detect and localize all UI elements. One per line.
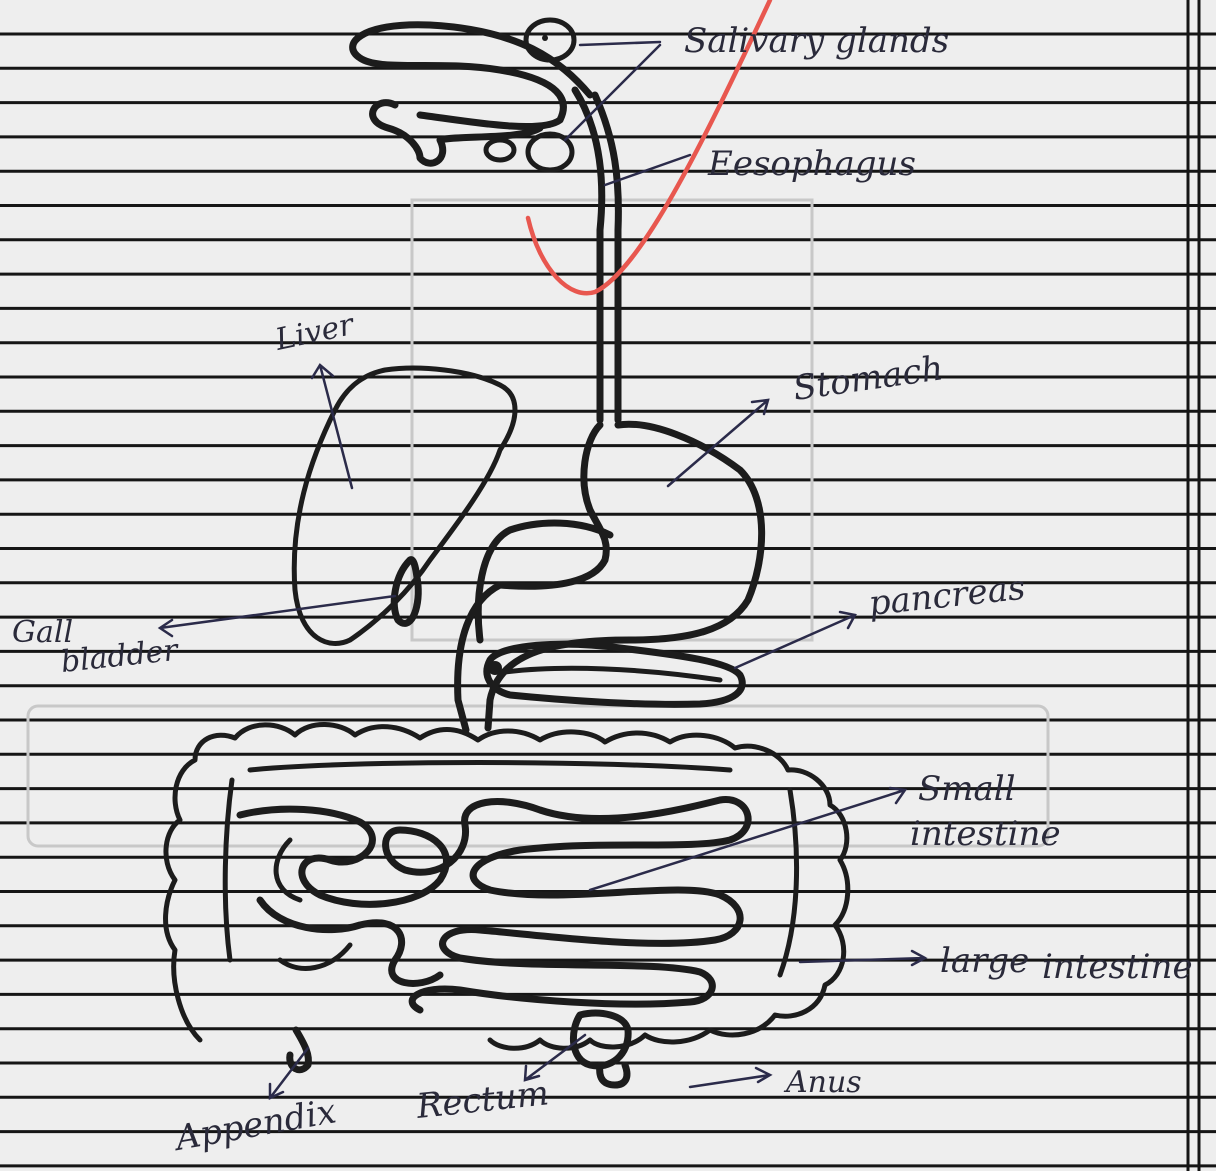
ghost-box-upper — [412, 200, 812, 640]
label-rectum: Rectum — [414, 1073, 551, 1127]
pointer-large-intestine — [800, 951, 925, 965]
pointer-small-intestine — [590, 788, 905, 890]
label-oesophagus: Eesophagus — [707, 144, 916, 184]
label-large-intestine: intestine — [1042, 947, 1193, 987]
label-small: Small — [918, 769, 1016, 809]
salivary-gland-upper — [526, 20, 574, 60]
label-salivary-glands: Salivary glands — [684, 21, 949, 61]
rectum-shape — [573, 1013, 628, 1066]
label-stomach: Stomach — [791, 348, 946, 409]
pancreas-inner — [505, 668, 720, 680]
label-anus: Anus — [783, 1065, 862, 1100]
label-pancreas: pancreas — [867, 568, 1027, 624]
pointer-anus — [690, 1068, 770, 1087]
label-liver: Liver — [271, 307, 358, 358]
pointer-liver — [312, 365, 352, 488]
ruled-lines — [0, 34, 1216, 1166]
stomach-outline — [458, 424, 762, 730]
small-intestine-coils — [240, 800, 748, 1010]
pointer-salivary-upper — [580, 42, 660, 45]
label-small-intestine: intestine — [910, 814, 1061, 854]
pointer-stomach — [668, 400, 768, 486]
label-large: large — [940, 941, 1029, 981]
small-intestine-lower — [260, 900, 440, 983]
mouth-cavity — [353, 25, 590, 127]
label-bladder: bladder — [59, 633, 181, 680]
oesophagus-tube — [575, 90, 602, 420]
label-appendix: Appendix — [170, 1091, 339, 1159]
gland-dot — [542, 35, 548, 41]
pancreas-duct-dot — [488, 661, 502, 675]
salivary-gland-small — [486, 140, 514, 160]
